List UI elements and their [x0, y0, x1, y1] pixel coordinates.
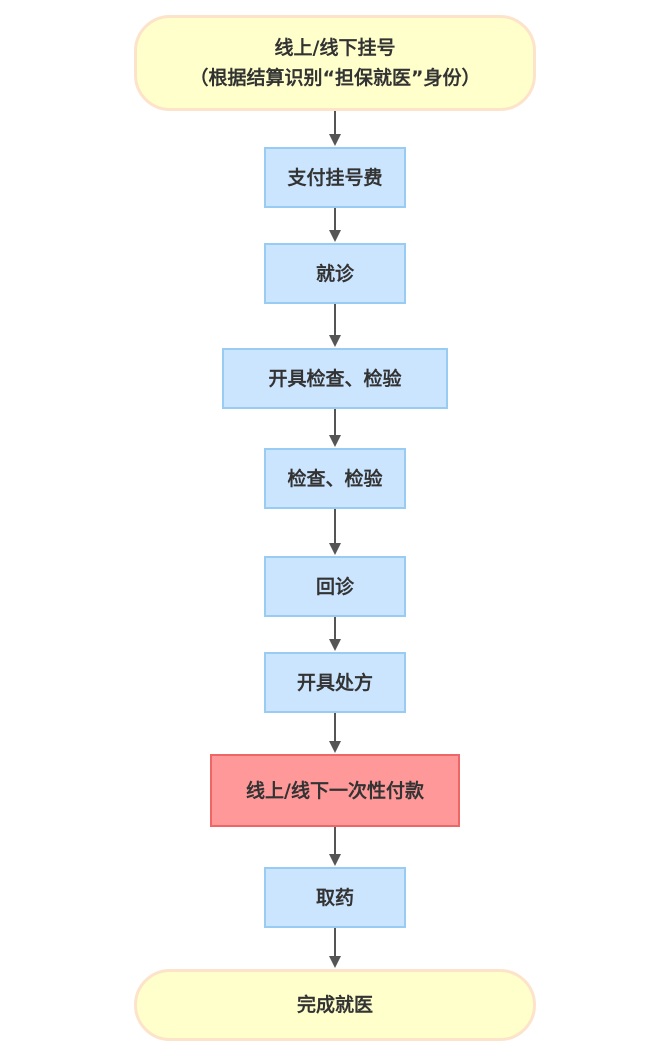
node-complete-label: 完成就医 [296, 994, 373, 1016]
node-register-line-1: 线上/线下挂号 [274, 37, 396, 59]
connector-arrow-5 [329, 509, 341, 555]
connector-arrow-7 [329, 713, 341, 753]
node-prescribe: 开具处方 [264, 652, 406, 713]
node-pay-registration-fee: 支付挂号费 [264, 147, 406, 208]
connector-arrow-2 [329, 208, 341, 242]
node-register: 线上/线下挂号 （根据结算识别“担保就医”身份） [134, 15, 536, 111]
node-consultation-label: 就诊 [315, 262, 354, 285]
node-collect-medicine-label: 取药 [315, 886, 354, 909]
node-order-exams: 开具检查、检验 [222, 348, 448, 409]
node-order-exams-label: 开具检查、检验 [268, 367, 402, 390]
node-register-line-2: （根据结算识别“担保就医”身份） [189, 67, 481, 89]
connector-arrow-6 [329, 617, 341, 651]
node-one-time-payment-label: 线上/线下一次性付款 [246, 779, 424, 802]
node-follow-up-label: 回诊 [315, 575, 354, 598]
connector-arrow-1 [329, 111, 341, 146]
connector-arrow-3 [329, 304, 341, 347]
node-follow-up: 回诊 [264, 556, 406, 617]
node-complete: 完成就医 [134, 969, 536, 1041]
node-pay-registration-fee-label: 支付挂号费 [287, 166, 383, 189]
connector-arrow-8 [329, 827, 341, 866]
node-consultation: 就诊 [264, 243, 406, 304]
node-exams: 检查、检验 [264, 448, 406, 509]
node-prescribe-label: 开具处方 [296, 671, 373, 694]
node-one-time-payment: 线上/线下一次性付款 [210, 754, 460, 827]
node-exams-label: 检查、检验 [287, 467, 383, 490]
connector-arrow-4 [329, 409, 341, 447]
node-collect-medicine: 取药 [264, 867, 406, 928]
connector-arrow-9 [329, 928, 341, 968]
